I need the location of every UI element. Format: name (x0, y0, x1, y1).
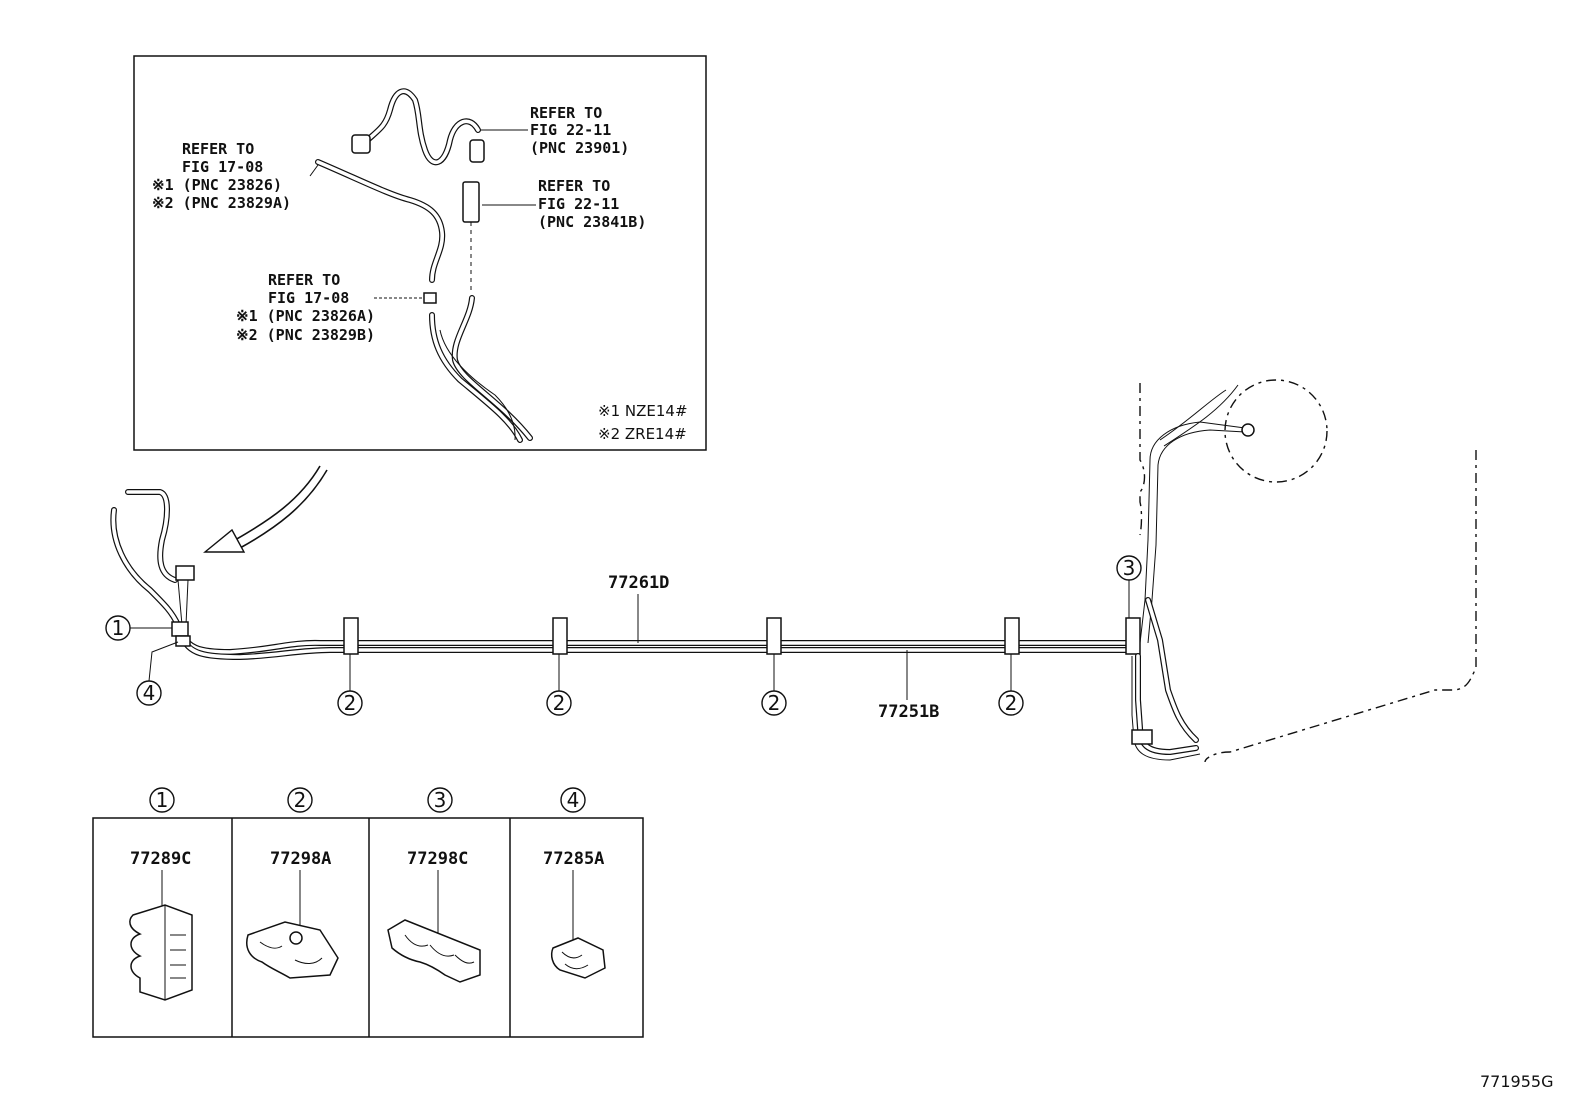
left-filler-pipes (110, 489, 195, 628)
main-brake-lines (179, 627, 1133, 660)
inset-ref-1: REFER TO FIG 22-11 (PNC 23901) (530, 104, 629, 157)
part-77298A: 77298A (270, 849, 331, 869)
part-77298C: 77298C (407, 849, 468, 869)
inset-frame (133, 55, 707, 451)
inset-ref-3: REFER TO FIG 22-11 (PNC 23841B) (538, 177, 646, 231)
ref-3-line2: FIG 22-11 (538, 195, 619, 213)
callout-2b-number: 2 (553, 691, 566, 715)
ref-4-line1: REFER TO (268, 271, 340, 289)
ref-2-line1: REFER TO (182, 140, 254, 158)
clamp-2a (343, 617, 359, 655)
ref-3-line1: REFER TO (538, 177, 610, 195)
ref-1-line3: (PNC 23901) (530, 139, 629, 157)
callout-2c-number: 2 (768, 691, 781, 715)
ref-4-line4: ※2 (PNC 23829B) (236, 326, 375, 344)
clamp-2c (766, 617, 782, 655)
ref-2-line3: ※1 (PNC 23826) (152, 176, 282, 194)
table-header-2: 2 (287, 787, 313, 813)
main-clamps (171, 617, 1141, 655)
right-pipes (1131, 384, 1255, 761)
callout-2b: 2 (546, 654, 572, 716)
part-77285A: 77285A (543, 849, 604, 869)
inset-ref-2: REFER TO FIG 17-08 ※1 (PNC 23826) ※2 (PN… (152, 140, 291, 212)
header-4-number: 4 (567, 788, 580, 812)
clamp-2-illustration (246, 870, 339, 979)
right-body-outline (1139, 379, 1477, 763)
clamp-2b (552, 617, 568, 655)
callout-2d-number: 2 (1005, 691, 1018, 715)
callout-4: 4 (136, 641, 179, 706)
header-1-number: 1 (156, 788, 169, 812)
inset-upper-tube (351, 88, 485, 166)
detail-arrow (203, 465, 328, 553)
callout-4-number: 4 (143, 681, 156, 705)
clamp-1 (171, 621, 189, 637)
callout-2a-number: 2 (344, 691, 357, 715)
table-header-3: 3 (427, 787, 453, 813)
clamp-4-illustration (550, 870, 606, 979)
part-label-77251B: 77251B (878, 702, 939, 722)
clamp-3 (1125, 617, 1141, 655)
clamp-1-illustration (129, 870, 193, 1001)
part-77289C: 77289C (130, 849, 191, 869)
header-3-number: 3 (434, 788, 447, 812)
ref-1-line2: FIG 22-11 (530, 121, 611, 139)
inset-notes: ※1 NZE14# ※2 ZRE14# (598, 402, 688, 443)
callout-2c: 2 (761, 654, 787, 716)
ref-2-line4: ※2 (PNC 23829A) (152, 194, 291, 212)
inset-long-tube (315, 159, 446, 283)
ref-2-line2: FIG 17-08 (182, 158, 263, 176)
inset-lower-lines (429, 295, 533, 443)
ref-4-line2: FIG 17-08 (268, 289, 349, 307)
ref-4-line3: ※1 (PNC 23826A) (236, 307, 375, 325)
inset-ref-4: REFER TO FIG 17-08 ※1 (PNC 23826A) ※2 (P… (236, 271, 375, 344)
table-header-1: 1 (149, 787, 175, 813)
callout-2d: 2 (998, 654, 1024, 716)
part-label-77261D: 77261D (608, 573, 669, 593)
clamp-2d (1004, 617, 1020, 655)
ref-3-line3: (PNC 23841B) (538, 213, 646, 231)
inset-connector (423, 181, 480, 304)
header-2-number: 2 (294, 788, 307, 812)
callout-3-number: 3 (1123, 556, 1136, 580)
note-nze: ※1 NZE14# (598, 402, 688, 420)
callout-1-number: 1 (112, 616, 125, 640)
ref-1-line1: REFER TO (530, 104, 602, 122)
note-zre: ※2 ZRE14# (598, 425, 687, 443)
callout-3: 3 (1116, 555, 1142, 618)
figure-id: 771955G (1480, 1072, 1553, 1091)
callout-1: 1 (105, 615, 172, 641)
table-header-4: 4 (560, 787, 586, 813)
clamp-table: 1 2 3 4 77289C 77298A 77298C 77285A (92, 787, 644, 1038)
clamp-4 (175, 635, 191, 647)
callout-2a: 2 (337, 654, 363, 716)
clamp-3-illustration (387, 870, 481, 983)
